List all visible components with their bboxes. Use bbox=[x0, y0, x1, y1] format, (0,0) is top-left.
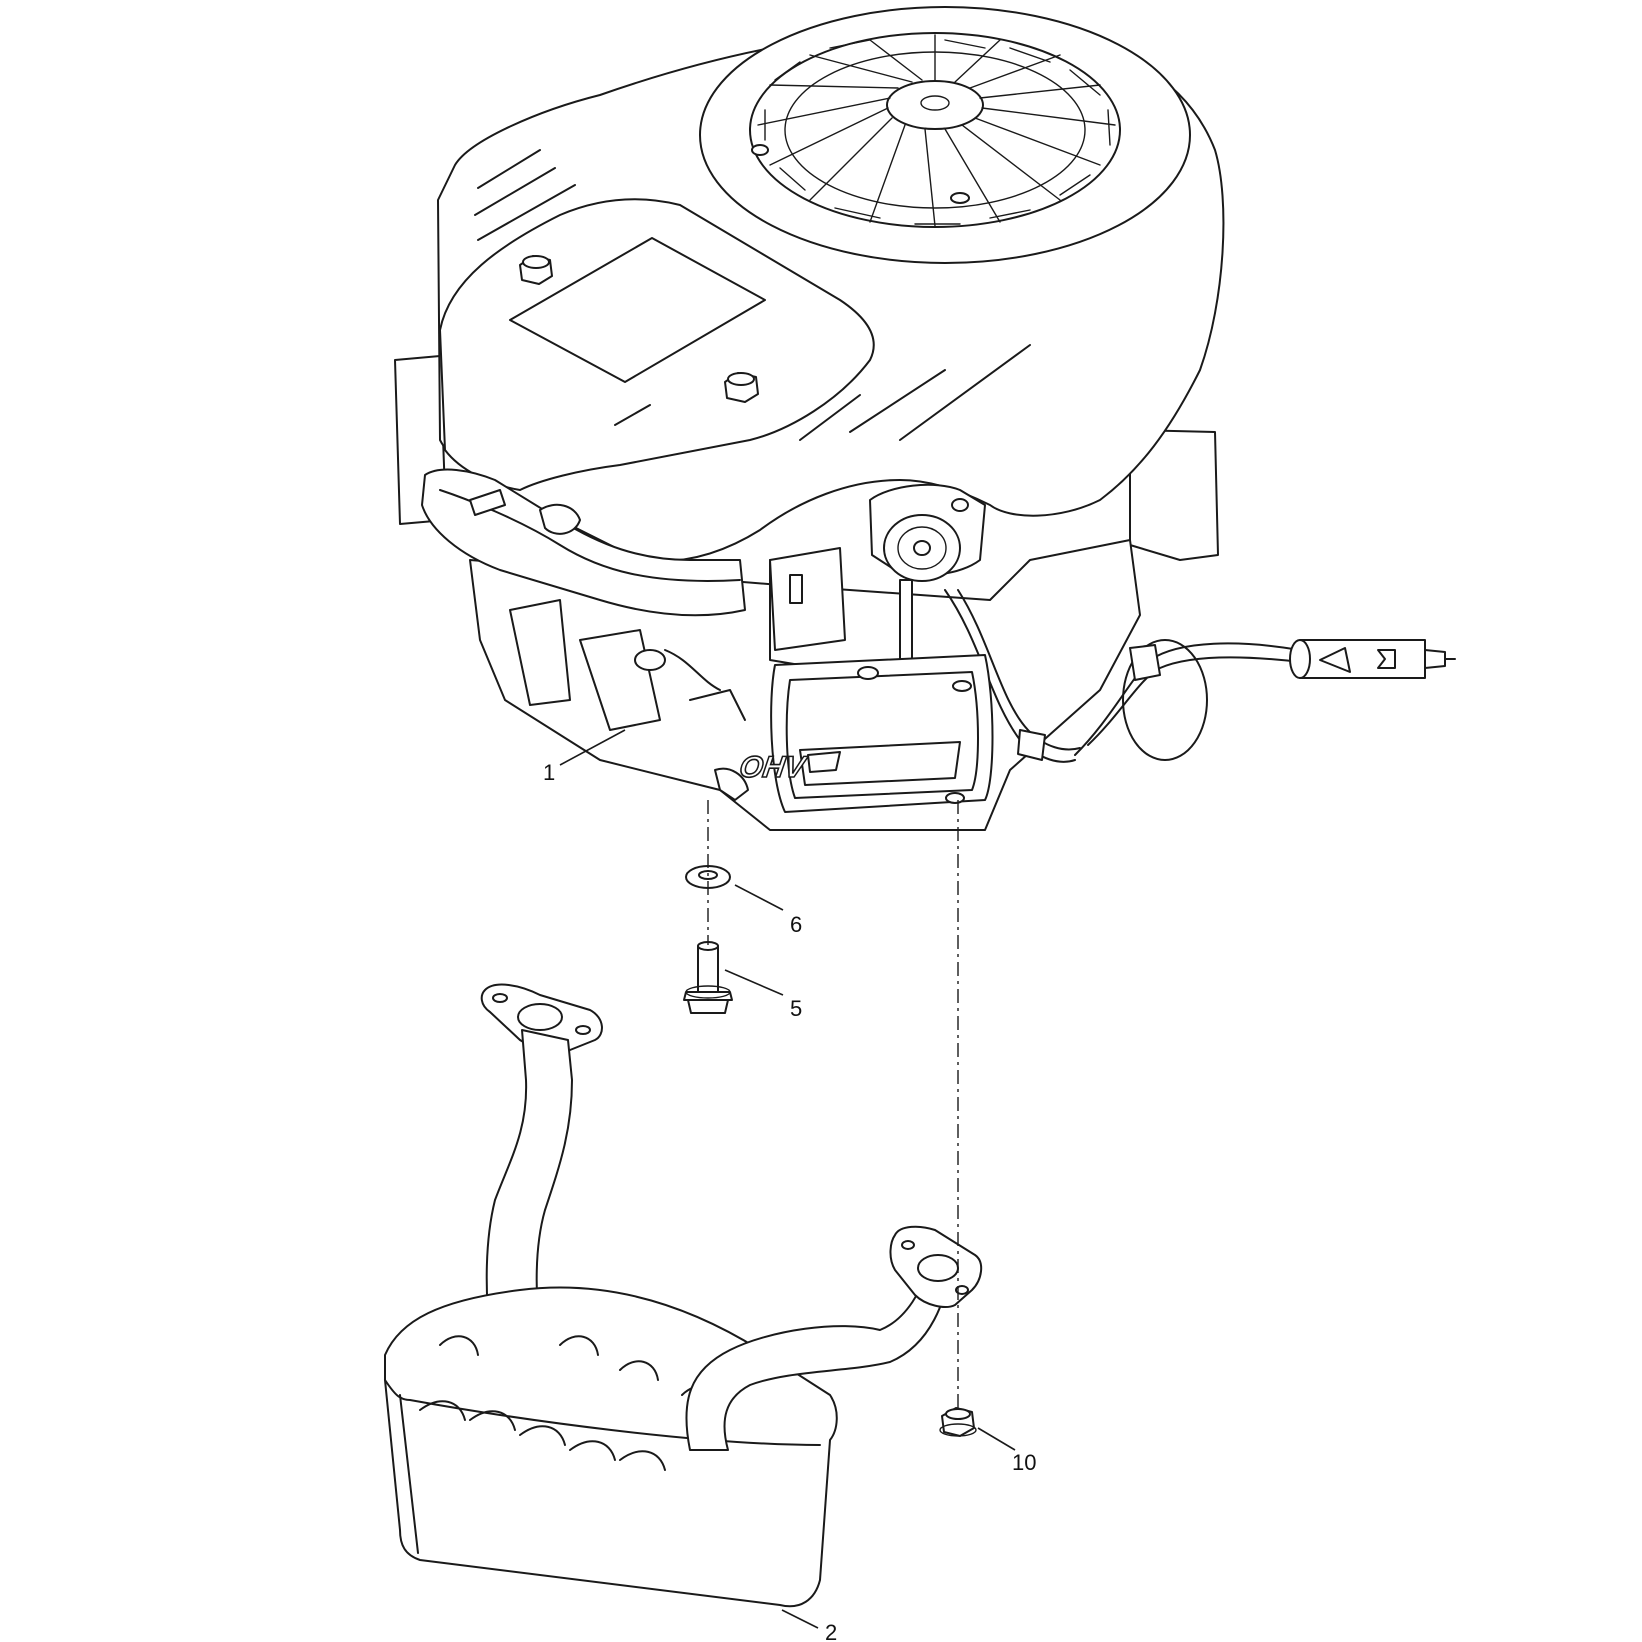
cover-nut-top bbox=[519, 255, 553, 285]
engine: OHV bbox=[394, 6, 1456, 831]
leader-2 bbox=[781, 1609, 819, 1629]
callout-10: 10 bbox=[1012, 1450, 1036, 1475]
fuel-pump bbox=[869, 483, 986, 725]
flange-nut bbox=[939, 1407, 977, 1437]
cover-nut-front bbox=[724, 372, 759, 403]
engine-logo-text: OHV bbox=[737, 751, 809, 784]
callout-1: 1 bbox=[543, 760, 555, 785]
leader-10 bbox=[977, 1427, 1016, 1451]
fuel-filter bbox=[1289, 639, 1456, 679]
bolt bbox=[683, 941, 733, 1014]
leader-6 bbox=[734, 884, 784, 911]
muffler bbox=[384, 983, 983, 1608]
flywheel-screen bbox=[699, 6, 1191, 264]
leader-5 bbox=[724, 969, 784, 996]
leader-1 bbox=[559, 729, 626, 766]
valve-cover: OHV bbox=[737, 654, 994, 813]
callout-6: 6 bbox=[790, 912, 802, 937]
washer bbox=[685, 865, 731, 889]
callout-5: 5 bbox=[790, 996, 802, 1021]
callout-2: 2 bbox=[825, 1620, 837, 1642]
